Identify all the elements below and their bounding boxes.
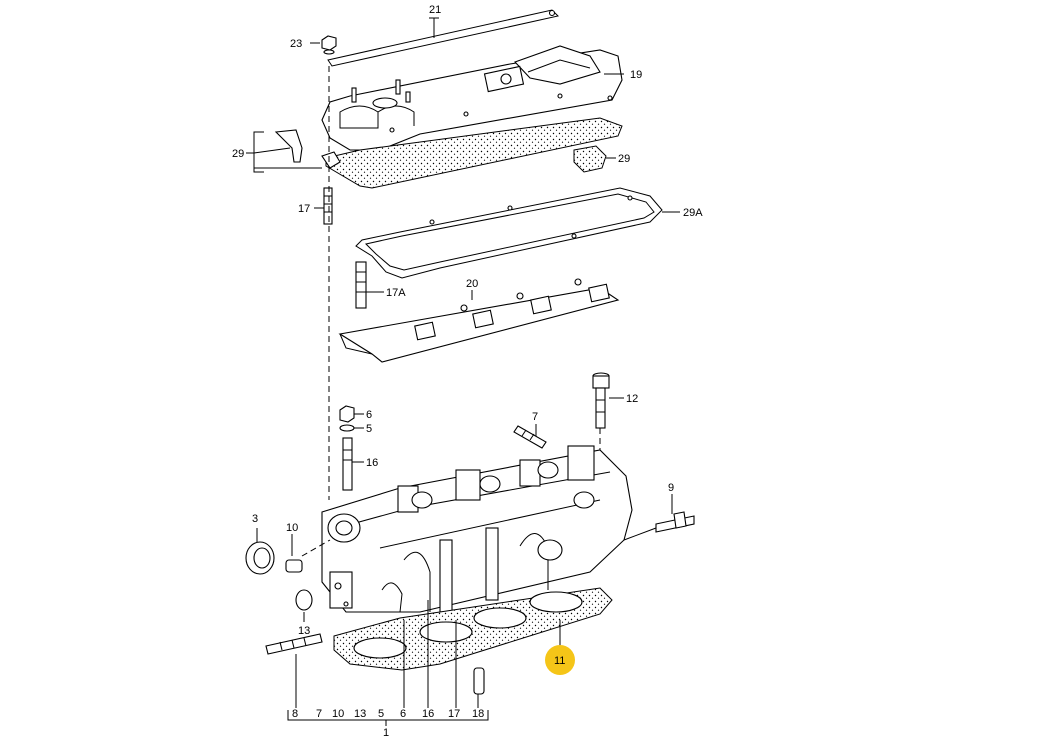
seal-3: [245, 528, 275, 575]
callout-21: 21: [429, 4, 441, 16]
bottom-label-17: 17: [448, 708, 460, 720]
callout-17A: 17A: [386, 287, 406, 299]
callout-29-right: 29: [618, 153, 630, 165]
bottom-label-10: 10: [332, 708, 344, 720]
callout-9: 9: [668, 482, 674, 494]
callout-11: 11: [554, 655, 565, 667]
cover-gasket-strip: [327, 9, 559, 67]
stud-9: [655, 494, 695, 533]
bottom-leaders: [403, 600, 457, 708]
callout-3: 3: [252, 513, 258, 525]
stud-17: [314, 187, 333, 225]
bottom-label-16: 16: [422, 708, 434, 720]
callout-6: 6: [366, 409, 372, 421]
callout-5: 5: [366, 423, 372, 435]
bottom-label-8: 8: [292, 708, 298, 720]
callout-16: 16: [366, 457, 378, 469]
callout-29-left: 29: [232, 148, 244, 160]
bottom-label-18: 18: [472, 708, 484, 720]
stud-16: [342, 437, 364, 491]
callout-7: 7: [532, 411, 538, 423]
cylinder-head: [321, 445, 657, 613]
bottom-label-5: 5: [378, 708, 384, 720]
nut-23: [310, 35, 337, 55]
callout-29A: 29A: [683, 207, 703, 219]
valve-cover-19: [321, 45, 624, 151]
cover-gasket: [325, 117, 623, 189]
callout-23: 23: [290, 38, 302, 50]
callout-17: 17: [298, 203, 310, 215]
nut-6: [339, 405, 364, 423]
bottom-bracket: [287, 710, 489, 726]
highlight-marker-11: [545, 645, 575, 675]
stud-8: [265, 633, 323, 708]
callout-13: 13: [298, 625, 310, 637]
callout-19: 19: [630, 69, 642, 81]
callout-10: 10: [286, 522, 298, 534]
seal-29-right: [573, 145, 616, 173]
bolt-12: [592, 372, 624, 460]
gasket-29A: [355, 187, 680, 279]
pin-18: [473, 667, 485, 708]
stud-7: [513, 424, 547, 449]
callout-12: 12: [626, 393, 638, 405]
seal-29-left: [246, 129, 341, 173]
bottom-label-6: 6: [400, 708, 406, 720]
bearing-caps-20: [338, 278, 620, 363]
stud-17A: [355, 261, 384, 309]
assembly-number: 1: [383, 727, 389, 739]
bottom-label-13: 13: [354, 708, 366, 720]
washer-5: [339, 424, 364, 432]
callout-20: 20: [466, 278, 478, 290]
plug-13: [295, 589, 313, 622]
plug-10: [285, 534, 331, 573]
bottom-label-7: 7: [316, 708, 322, 720]
